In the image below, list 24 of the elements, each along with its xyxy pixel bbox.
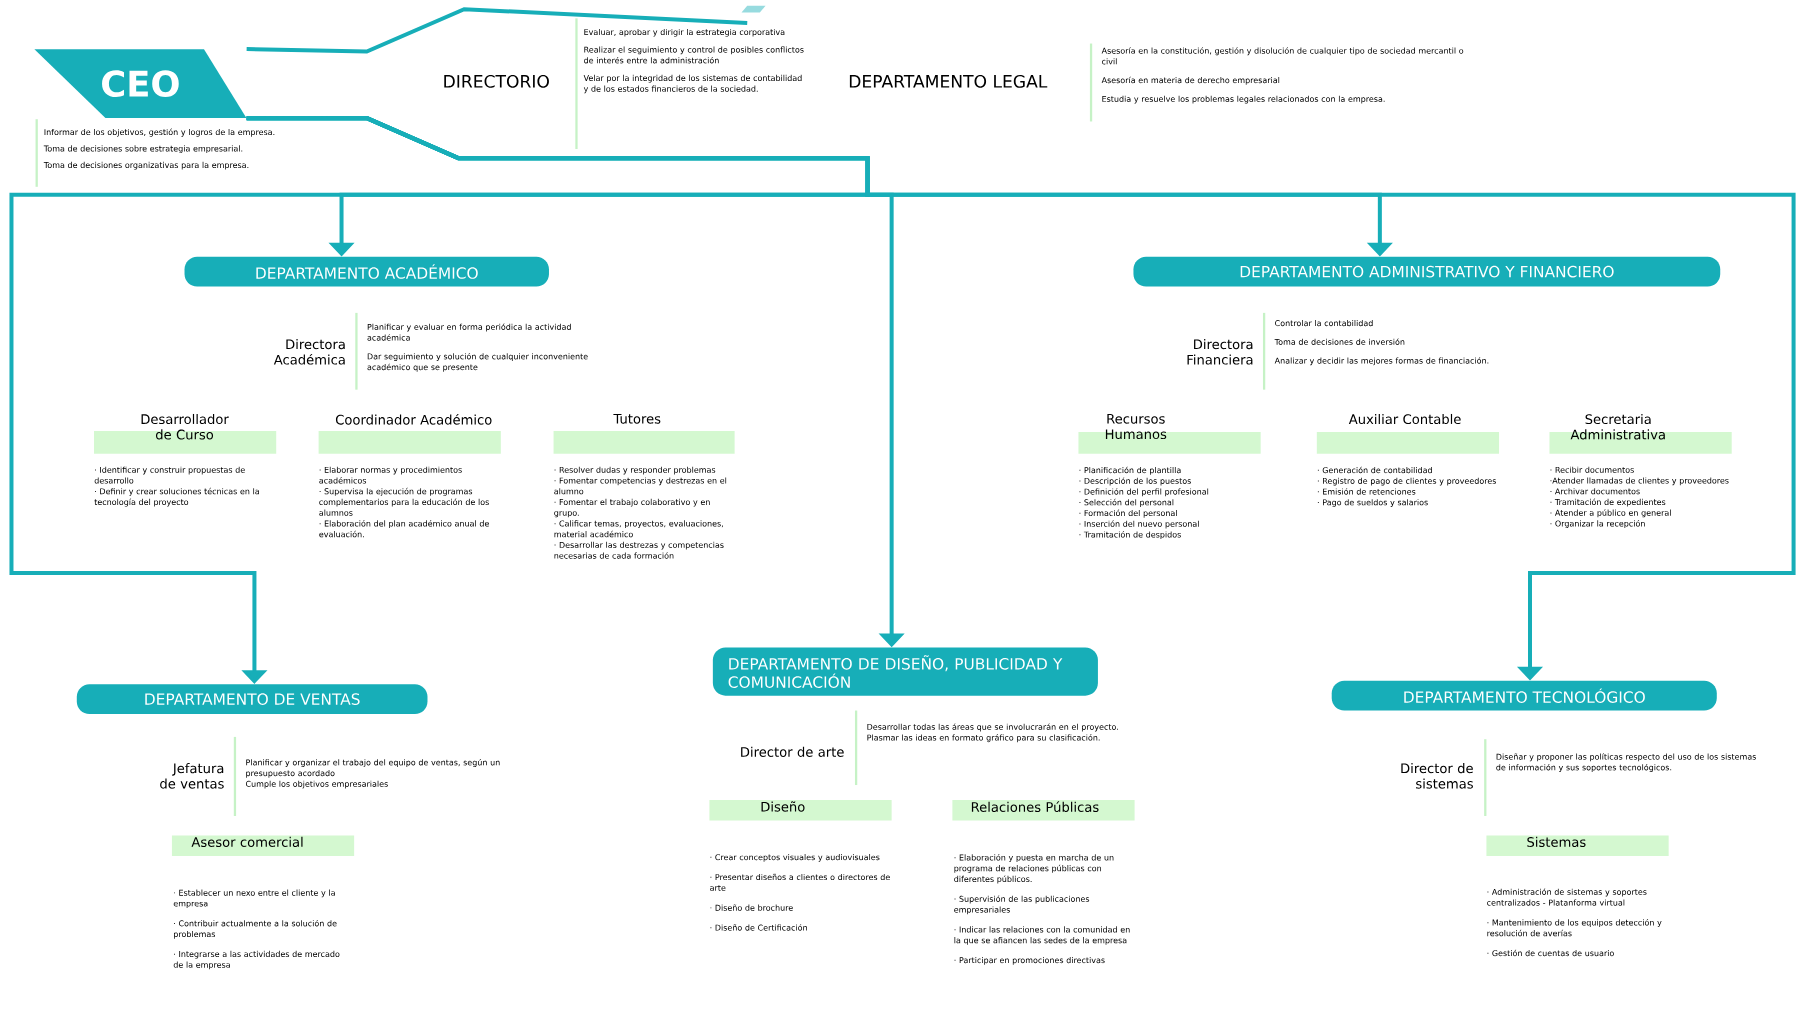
- director-title: Directora Financiera: [1187, 339, 1253, 365]
- director-title: Directora Académica: [273, 339, 345, 365]
- director-title: Jefatura de ventas: [160, 763, 224, 789]
- role-box: Desarrollador de Curso: [94, 413, 277, 454]
- role-box: Diseño: [709, 799, 892, 821]
- node-label: Desarrollador: [141, 413, 229, 425]
- node-label: Tutores: [613, 413, 661, 424]
- department-title: DIRECTORIO: [444, 74, 549, 88]
- director-title: Director de arte: [741, 746, 844, 757]
- role-box: Recursos Humanos: [1078, 413, 1261, 454]
- director-title: Director de sistemas: [1401, 763, 1473, 789]
- node-label: Auxiliar Contable: [1348, 413, 1461, 425]
- node-label: Coordinador Académico: [335, 413, 492, 425]
- role-box: Sistemas: [1486, 835, 1669, 857]
- ceo-banner: CEO: [34, 49, 247, 118]
- role-box: Secretaria Administrativa: [1549, 413, 1732, 454]
- role-box: Coordinador Académico: [318, 413, 501, 454]
- department-title: DEPARTAMENTO LEGAL: [849, 74, 1048, 88]
- node-label: Recursos: [1107, 413, 1165, 424]
- role-box: Relaciones Públicas: [952, 799, 1135, 821]
- node-label: Secretaria: [1585, 413, 1651, 425]
- role-box: Tutores: [553, 413, 735, 454]
- role-box: Auxiliar Contable: [1316, 413, 1500, 454]
- role-box: Asesor comercial: [171, 835, 355, 857]
